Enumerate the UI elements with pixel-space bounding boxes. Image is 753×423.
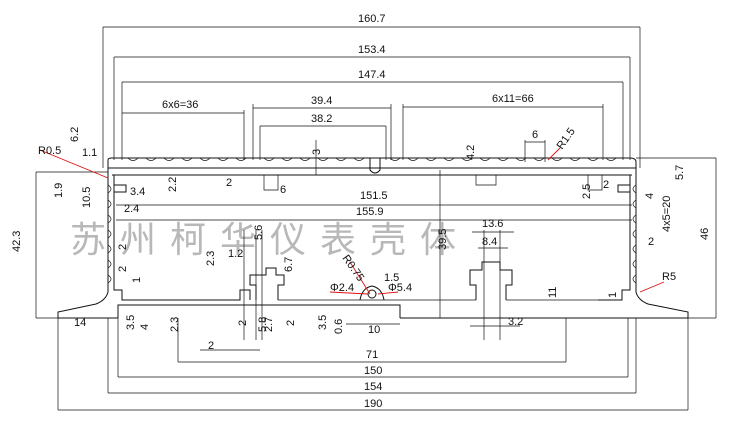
dim-150: 150 [364,365,382,377]
dim-3: 3 [311,149,323,155]
dim-1-2: 1.2 [228,248,243,260]
dim-r0-5: R0.5 [38,145,61,157]
dim-2e: 2 [117,266,129,272]
dim-2-4: 2.4 [124,203,139,215]
dim-3-5a: 3.5 [125,315,137,330]
dim-2-5: 2.5 [581,184,593,199]
dim-6b: 6 [280,184,286,196]
dim-2-7: 2.7 [263,317,275,332]
dim-3-2: 3.2 [508,316,523,328]
dim-42-3: 42.3 [11,231,23,252]
dim-4-2: 4.2 [465,145,477,160]
dim-154: 154 [364,381,382,393]
dim-2-3a: 2.3 [205,251,217,266]
dimension-labels: 160.7 153.4 147.4 6x6=36 39.4 38.2 6x11=… [11,13,711,410]
dim-6: 6 [532,129,538,141]
dim-2c: 2 [648,236,654,248]
dim-14: 14 [74,317,86,329]
dim-2g: 2 [285,320,297,326]
interior-dimension-lines [35,140,717,351]
dim-147-4: 147.4 [358,69,386,81]
dim-4: 4 [644,193,656,199]
dim-r1-5: R1.5 [555,126,578,152]
dim-6x11: 6x11=66 [492,93,534,105]
dim-160-7: 160.7 [358,13,386,25]
dim-phi2-4: Φ2.4 [330,282,354,294]
dim-13-6: 13.6 [482,218,503,230]
watermark-text: 苏州柯华仪表壳体 [70,220,470,261]
dim-2-2: 2.2 [167,177,179,192]
dim-10: 10 [368,324,380,336]
dim-6-7: 6.7 [283,257,295,272]
bottom-dimension-lines [57,318,689,411]
dim-1: 1 [131,277,143,283]
dim-1-1: 1.1 [82,147,97,159]
dim-4b: 4 [139,324,151,330]
dim-190: 190 [364,398,382,410]
dim-1b: 1 [607,292,619,298]
dim-3-4: 3.4 [130,186,145,198]
dim-71: 71 [366,349,378,361]
dim-2-3b: 2.3 [169,317,181,332]
dim-4x5: 4x5=20 [661,196,673,232]
dim-2a: 2 [226,177,232,189]
dim-6x6: 6x6=36 [162,99,198,111]
dim-10-5: 10.5 [81,187,93,208]
dim-151-5: 151.5 [360,190,388,202]
dim-2f: 2 [237,320,249,326]
dim-r5: R5 [662,271,676,283]
dim-0-6: 0.6 [333,319,345,334]
dim-39-4: 39.4 [311,95,332,107]
dim-38-2: 38.2 [311,113,332,125]
dim-8-4: 8.4 [482,236,497,248]
dim-6-2: 6.2 [69,127,81,142]
dim-11: 11 [547,287,559,298]
dim-46: 46 [699,228,711,240]
dim-5-7: 5.7 [674,165,686,180]
dim-2h: 2 [208,340,214,352]
dim-phi5-4: Φ5.4 [388,282,412,294]
dim-39-5: 39.5 [437,229,449,250]
dim-2d: 2 [117,244,129,250]
enclosure-profile [57,157,689,319]
dim-2b: 2 [603,179,609,191]
dim-3-5b: 3.5 [317,315,329,330]
dim-155-9: 155.9 [356,206,384,218]
dim-153-4: 153.4 [358,44,386,56]
red-leaders [39,147,665,295]
dim-1-9: 1.9 [53,183,65,198]
dim-5-8: 5.8 [257,317,269,332]
dim-1-5: 1.5 [384,272,399,284]
dim-5-6: 5.6 [253,225,265,240]
